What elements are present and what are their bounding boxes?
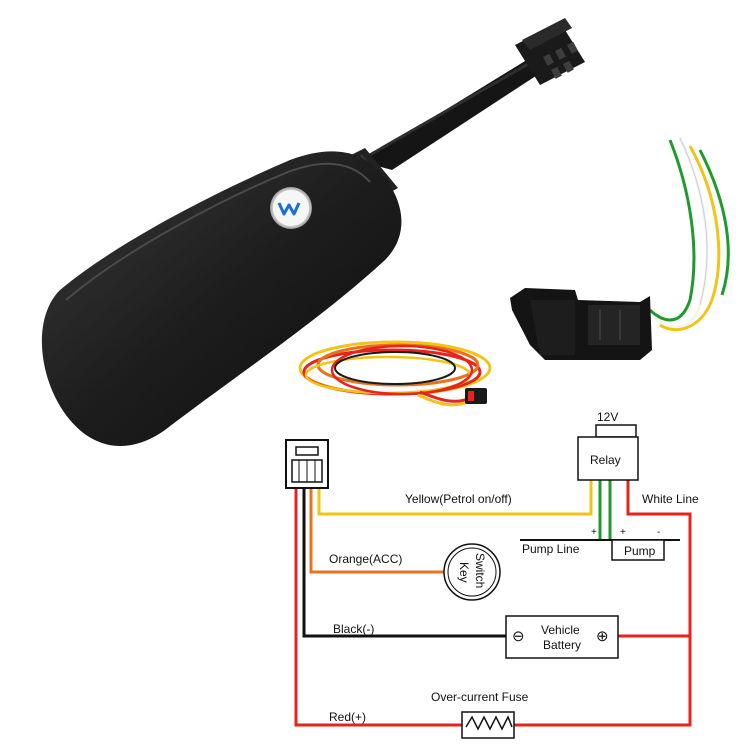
fuse-label: Over-current Fuse xyxy=(431,690,529,704)
key-word: Key xyxy=(457,562,471,583)
wiring-diagram: 12V Relay White Line Yellow(Petrol on/of… xyxy=(285,410,699,739)
battery-plus: ⊕ xyxy=(596,628,609,645)
battery-line-2: Battery xyxy=(543,638,581,652)
pump-plus: + xyxy=(620,527,626,538)
relay-box: 12V Relay xyxy=(577,410,639,481)
yellow-wire-label: Yellow(Petrol on/off) xyxy=(405,492,512,506)
battery-minus: ⊖ xyxy=(512,628,525,645)
cable-plug xyxy=(515,18,585,85)
yellow-wire xyxy=(317,480,593,516)
harness-plug xyxy=(465,388,487,404)
relay-body xyxy=(510,288,652,360)
vehicle-battery-icon: ⊖ Vehicle Battery ⊕ xyxy=(505,615,619,659)
relay-with-wires-icon xyxy=(510,137,730,360)
gps-tracker-device-icon xyxy=(41,18,585,447)
pump-box: Pump xyxy=(611,539,665,561)
pump-line-label: Pump Line xyxy=(522,542,580,556)
pump-line-plus: + xyxy=(591,527,597,538)
fuse-icon xyxy=(461,711,515,739)
key-switch-icon: Switch Key xyxy=(443,543,501,601)
black-wire xyxy=(302,488,506,638)
battery-line-1: Vehicle xyxy=(541,623,580,637)
orange-wire-label: Orange(ACC) xyxy=(329,552,402,566)
white-line-label: White Line xyxy=(642,492,699,506)
pump-label: Pump xyxy=(624,544,656,558)
relay-voltage-label: 12V xyxy=(597,410,618,424)
connector-plug-icon xyxy=(285,439,329,489)
black-wire-label: Black(-) xyxy=(333,622,374,636)
orange-wire xyxy=(309,488,444,574)
pump-minus: - xyxy=(657,527,660,538)
wire-harness-icon xyxy=(298,340,492,407)
relay-label: Relay xyxy=(590,453,621,467)
switch-word: Switch xyxy=(473,553,487,588)
green-wires xyxy=(598,480,612,540)
red-wire xyxy=(294,480,692,727)
brand-logo-icon xyxy=(270,187,312,229)
red-wire-label: Red(+) xyxy=(329,710,366,724)
